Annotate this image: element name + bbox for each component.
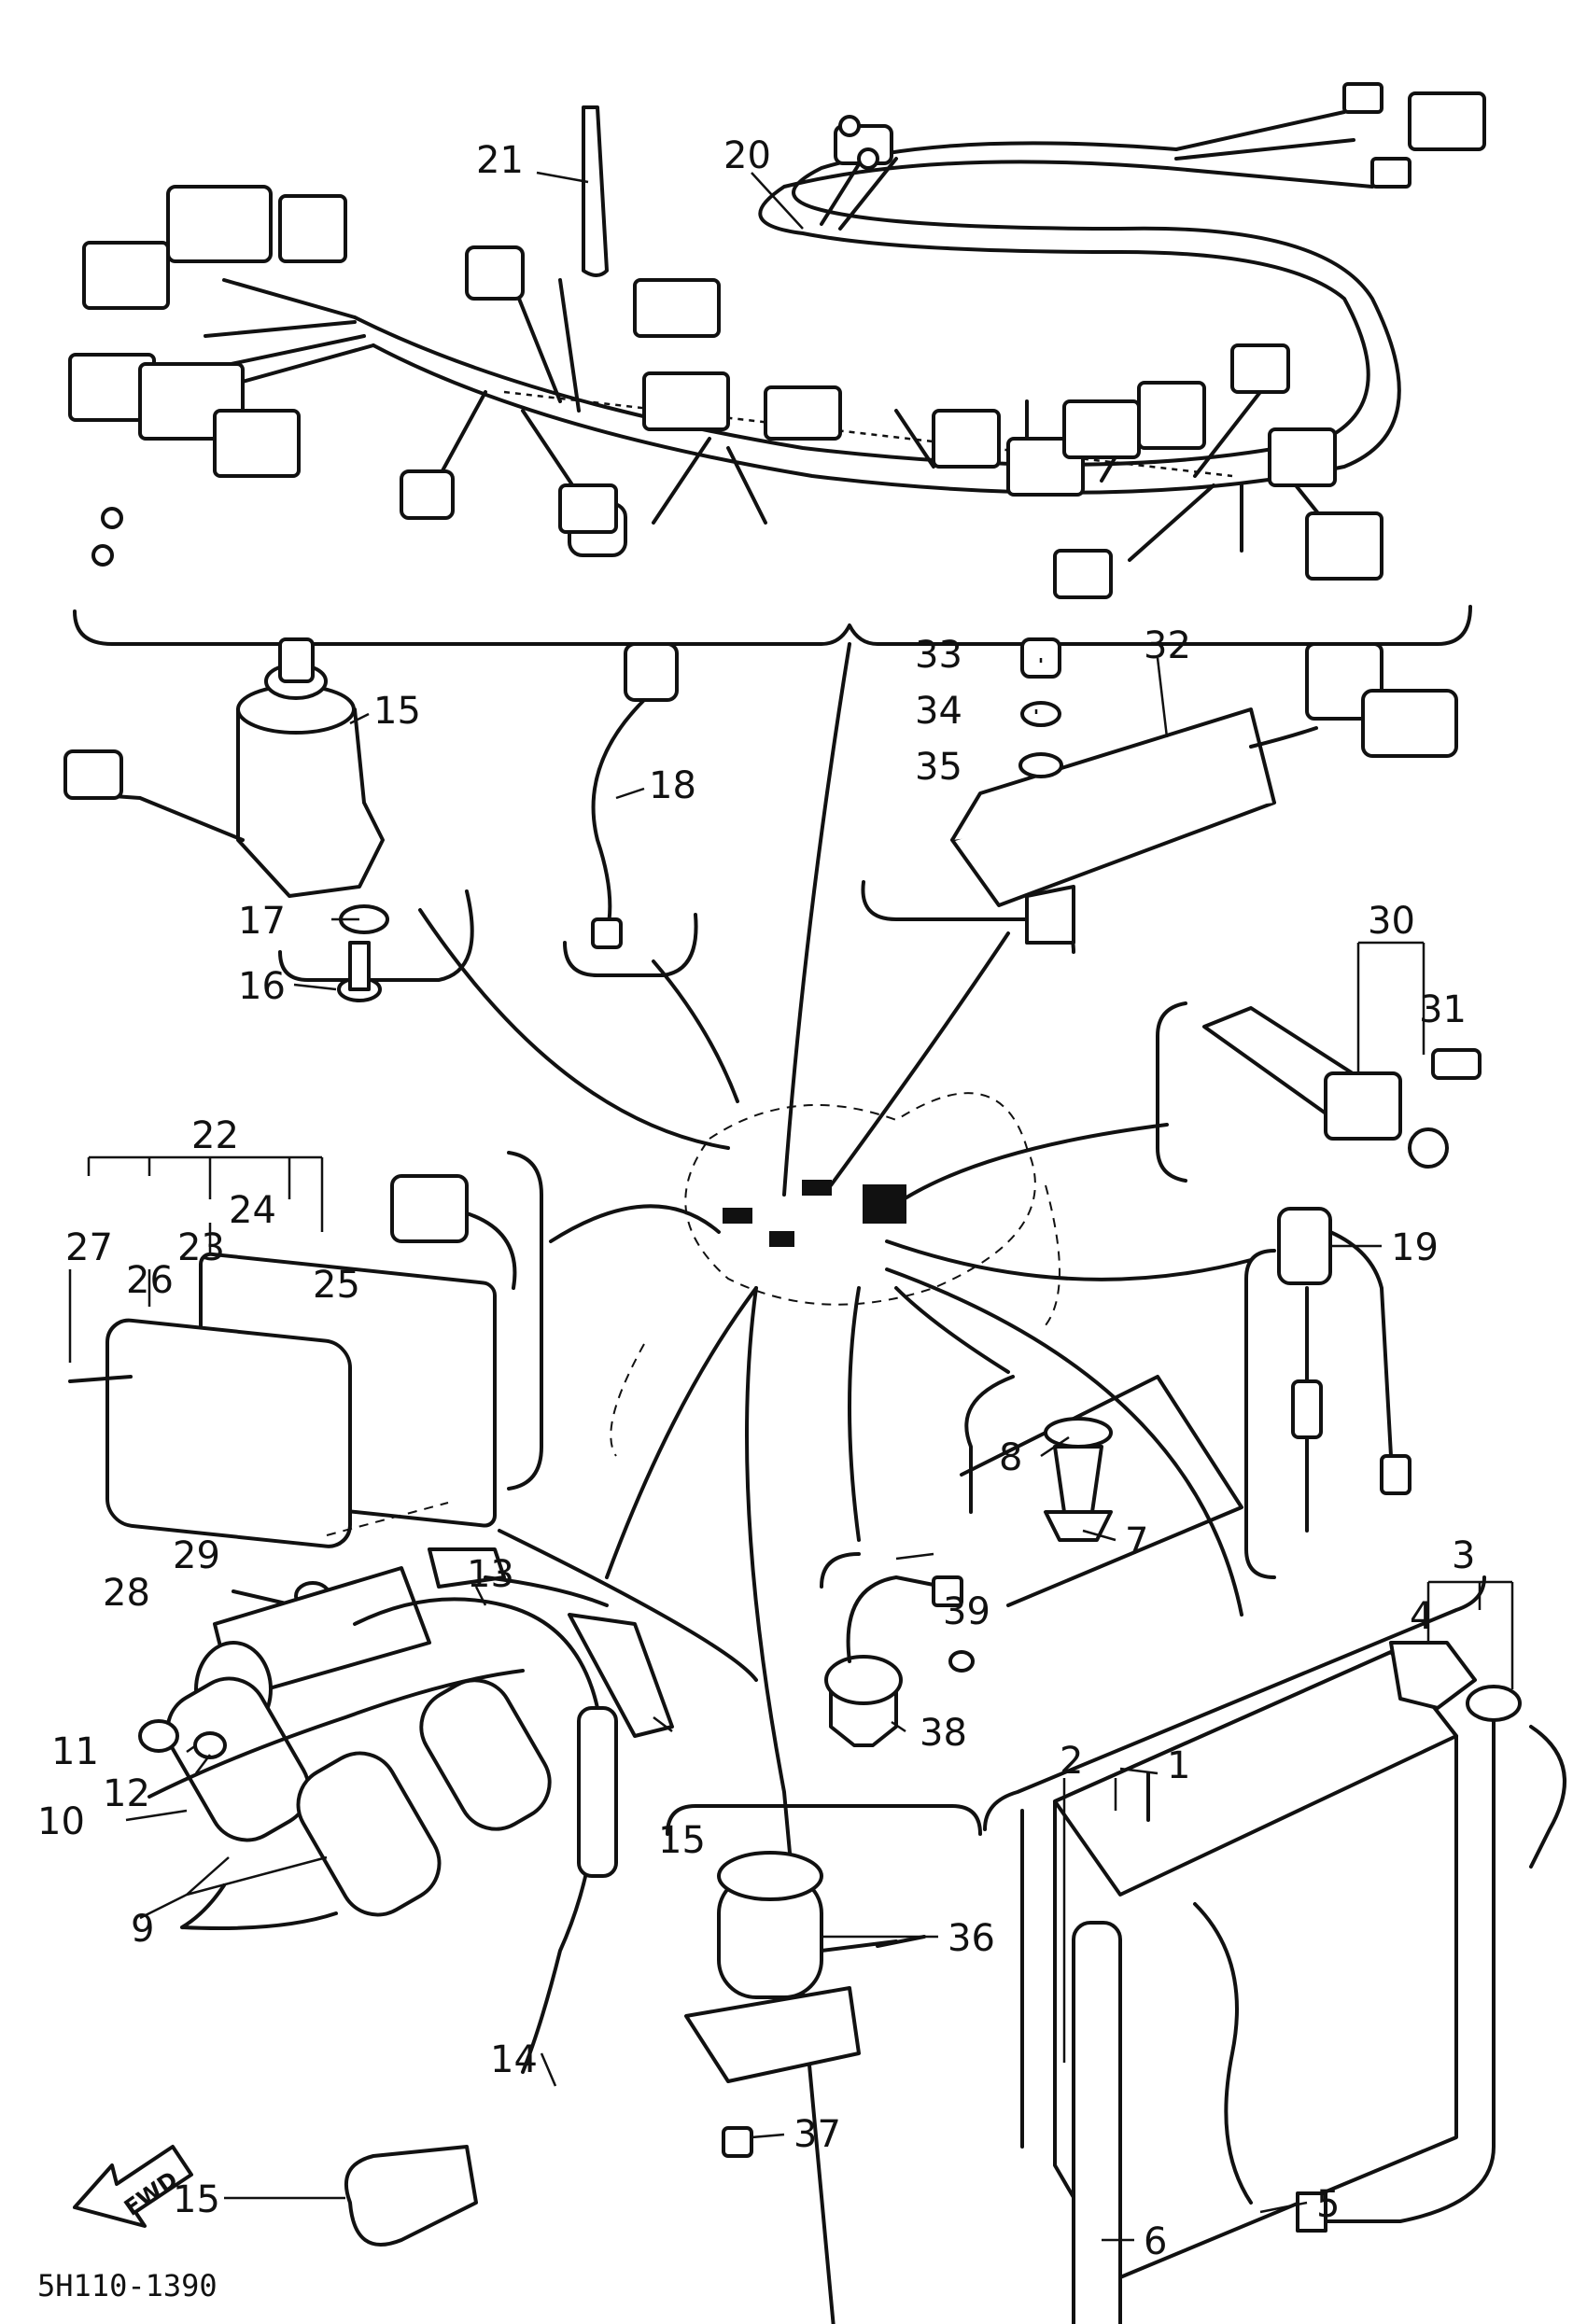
sensor-lead-group bbox=[1244, 1207, 1411, 1579]
callout-10: 10 bbox=[37, 1800, 85, 1843]
callout-26: 25 bbox=[313, 1264, 360, 1307]
callout-leaders bbox=[125, 171, 1514, 2242]
callout-3: 3 bbox=[1452, 1534, 1475, 1577]
callout-27: 26 bbox=[126, 1259, 174, 1302]
callout-34: 33 bbox=[915, 634, 962, 677]
callout-30: 29 bbox=[173, 1534, 220, 1577]
callout-38: 37 bbox=[794, 2113, 841, 2156]
fuse-holder-group bbox=[1156, 1001, 1482, 1183]
callout-1: 1 bbox=[1167, 1744, 1190, 1787]
callout-32: 31 bbox=[1419, 988, 1467, 1031]
main-switch-group bbox=[63, 637, 474, 1002]
callout-37: 36 bbox=[948, 1917, 995, 1960]
callout-labels: 21 20 15 17 16 18 33 34 35 32 30 31 22 2… bbox=[37, 134, 1475, 2303]
callout-29: 28 bbox=[103, 1572, 150, 1615]
callout-33: 32 bbox=[1144, 624, 1191, 667]
fuse-box-group bbox=[68, 1151, 543, 1611]
callout-25: 24 bbox=[229, 1189, 276, 1232]
sensor-group bbox=[820, 1375, 1243, 1747]
callout-17: 16 bbox=[238, 965, 286, 1008]
drawing-code: 5H110-1390 bbox=[37, 2268, 218, 2303]
flasher-relay-group bbox=[666, 1804, 982, 2158]
callout-21: 20 bbox=[723, 134, 771, 177]
callout-19: 18 bbox=[649, 764, 696, 807]
callout-14: 14 bbox=[490, 2038, 538, 2081]
callout-2: 2 bbox=[1060, 1740, 1083, 1783]
leader-lines bbox=[418, 642, 1253, 2324]
callout-16: 15 bbox=[373, 690, 421, 733]
callout-12: 12 bbox=[103, 1772, 150, 1815]
callout-22: 21 bbox=[476, 139, 524, 182]
callout-8: 8 bbox=[999, 1436, 1022, 1479]
brake-switch-group bbox=[563, 642, 698, 977]
callout-36: 35 bbox=[915, 746, 962, 789]
callout-24: 23 bbox=[177, 1226, 225, 1269]
callout-4: 4 bbox=[1410, 1595, 1433, 1638]
callout-5: 5 bbox=[1316, 2183, 1340, 2226]
callout-9: 9 bbox=[131, 1908, 154, 1951]
callout-15-top: 15 bbox=[658, 1819, 706, 1862]
callout-15-bottom: 15 bbox=[173, 2178, 220, 2221]
callout-20: 19 bbox=[1391, 1226, 1439, 1269]
callout-23: 22 bbox=[191, 1114, 239, 1157]
callout-6: 6 bbox=[1144, 2220, 1167, 2263]
callout-13: 13 bbox=[467, 1553, 514, 1596]
battery-group bbox=[983, 1575, 1566, 2324]
callout-35: 34 bbox=[915, 690, 962, 733]
callout-28: 27 bbox=[65, 1226, 113, 1269]
callout-7: 7 bbox=[1125, 1520, 1148, 1563]
callout-11: 11 bbox=[51, 1730, 99, 1773]
callout-39: 38 bbox=[920, 1712, 967, 1755]
callout-40: 39 bbox=[943, 1590, 990, 1633]
callout-18: 17 bbox=[238, 900, 286, 943]
wire-harness-group bbox=[68, 82, 1486, 646]
callout-31: 30 bbox=[1368, 900, 1415, 943]
ignition-coils-group bbox=[138, 1529, 758, 2247]
